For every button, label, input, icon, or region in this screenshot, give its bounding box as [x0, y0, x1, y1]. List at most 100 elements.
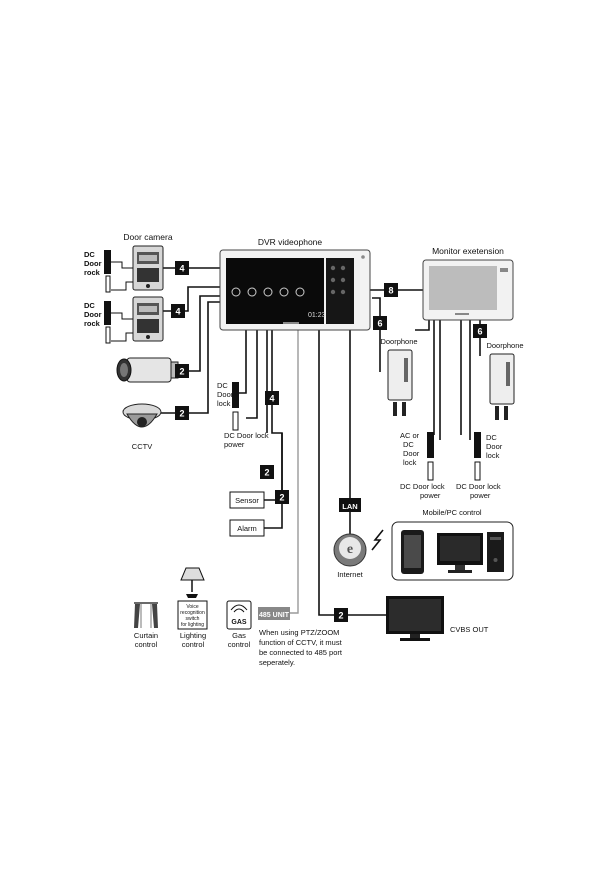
mobile-pc-box — [391, 521, 514, 581]
svg-text:Alarm: Alarm — [237, 524, 257, 533]
svg-text:AC or: AC or — [400, 431, 420, 440]
lamp-icon — [180, 567, 205, 598]
ac-dc-door-lock: AC or DC Door lock DC Door lock power — [400, 431, 445, 500]
svg-text:be connected to 485 port: be connected to 485 port — [259, 648, 343, 657]
pc-tower-icon — [487, 532, 504, 572]
lighting-label-2: control — [182, 640, 205, 649]
voice-switch-box: Voice recognition switch for lighting — [177, 600, 208, 630]
wireless-bolt-icon — [371, 529, 384, 551]
badge-alarm: 2 — [275, 490, 289, 504]
cvbs-label: CVBS OUT — [450, 625, 489, 634]
svg-text:lock: lock — [217, 399, 231, 408]
pc-monitor-icon — [437, 533, 483, 573]
svg-text:4: 4 — [179, 264, 184, 274]
svg-text:Door: Door — [403, 449, 420, 458]
unit-485-badge: 485 UNIT — [258, 607, 290, 620]
badge-sensor: 2 — [260, 465, 274, 479]
svg-text:DC: DC — [486, 433, 497, 442]
monitor-extension — [422, 259, 514, 321]
svg-text:DC Door lock: DC Door lock — [400, 482, 445, 491]
sensor-box: Sensor — [229, 491, 265, 509]
badge-cvbs: 2 — [334, 608, 348, 622]
dc-door-lock-left: DC Door lock DC Door lock power — [217, 381, 269, 449]
wire-count-badges: 4 4 2 2 4 2 2 8 6 6 2 — [171, 261, 487, 622]
svg-text:Door: Door — [84, 310, 102, 319]
badge-door-cam-2: 4 — [171, 304, 185, 318]
svg-text:2: 2 — [264, 468, 269, 478]
badge-dome-camera: 2 — [175, 406, 189, 420]
svg-text:2: 2 — [179, 409, 184, 419]
svg-text:DC: DC — [84, 250, 95, 259]
svg-text:seperately.: seperately. — [259, 658, 295, 667]
gas-label-2: control — [228, 640, 251, 649]
door-camera-title: Door camera — [123, 232, 172, 242]
doorphone-left — [387, 349, 413, 416]
doorphone-right — [489, 353, 515, 420]
cctv-dome-camera — [122, 403, 162, 428]
alarm-box: Alarm — [229, 519, 265, 537]
svg-text:4: 4 — [269, 394, 274, 404]
dvr-title: DVR videophone — [258, 237, 323, 247]
svg-text:switch: switch — [186, 616, 200, 622]
badge-doorphone-right: 6 — [473, 324, 487, 338]
internet-icon: e — [333, 533, 367, 567]
svg-text:Voice: Voice — [186, 604, 198, 610]
door-camera-2 — [132, 296, 164, 342]
svg-text:Door: Door — [84, 259, 102, 268]
curtain-label-2: control — [135, 640, 158, 649]
svg-text:rock: rock — [84, 268, 101, 277]
dc-door-lock-right: DC Door lock DC Door lock power — [456, 432, 503, 500]
svg-text:for lighting: for lighting — [181, 622, 204, 628]
lan-badge: LAN — [339, 498, 361, 512]
cvbs-monitor — [386, 596, 444, 641]
svg-text:4: 4 — [175, 307, 180, 317]
svg-text:function of CCTV, it must: function of CCTV, it must — [259, 638, 343, 647]
badge-monitor-ext: 8 — [384, 283, 398, 297]
svg-text:recognition: recognition — [180, 610, 205, 616]
dc-door-rock-1: DC Door rock — [84, 250, 133, 293]
cctv-box-camera — [116, 357, 179, 383]
lighting-label-1: Lighting — [180, 631, 206, 640]
ptz-note: When using PTZ/ZOOM function of CCTV, it… — [259, 628, 343, 667]
svg-text:DC: DC — [403, 440, 414, 449]
mobile-pc-title: Mobile/PC control — [422, 508, 482, 517]
svg-text:power: power — [420, 491, 441, 500]
svg-text:e: e — [347, 542, 353, 557]
dvr-clock: 01:23 — [308, 312, 326, 319]
doorphone-left-label: Doorphone — [380, 337, 417, 346]
badge-sensor-main: 4 — [265, 391, 279, 405]
svg-text:power: power — [224, 440, 245, 449]
svg-text:6: 6 — [377, 319, 382, 329]
svg-text:DC Door lock: DC Door lock — [224, 431, 269, 440]
svg-text:6: 6 — [477, 327, 482, 337]
curtain-label-1: Curtain — [134, 631, 158, 640]
monitor-ext-title: Monitor exetension — [432, 246, 504, 256]
svg-text:lock: lock — [486, 451, 500, 460]
svg-text:2: 2 — [179, 367, 184, 377]
dc-door-rock-2: DC Door rock — [84, 301, 133, 344]
svg-text:power: power — [470, 491, 491, 500]
svg-text:2: 2 — [338, 611, 343, 621]
svg-text:DC: DC — [217, 381, 228, 390]
gas-icon: GAS — [226, 600, 252, 630]
svg-text:DC Door lock: DC Door lock — [456, 482, 501, 491]
badge-box-camera: 2 — [175, 364, 189, 378]
mobile-phone-icon — [401, 530, 424, 574]
svg-text:rock: rock — [84, 319, 101, 328]
svg-text:LAN: LAN — [342, 502, 357, 511]
svg-text:When using PTZ/ZOOM: When using PTZ/ZOOM — [259, 628, 339, 637]
door-camera-1 — [132, 245, 164, 291]
curtain-icon — [134, 602, 158, 628]
svg-text:Door: Door — [486, 442, 503, 451]
svg-text:GAS: GAS — [231, 619, 247, 626]
internet-label: Internet — [337, 570, 363, 579]
svg-text:DC: DC — [84, 301, 95, 310]
svg-text:lock: lock — [403, 458, 417, 467]
doorphone-right-label: Doorphone — [486, 341, 523, 350]
badge-doorphone-left: 6 — [373, 316, 387, 330]
svg-text:Door: Door — [217, 390, 234, 399]
dvr-videophone: 01:23 — [219, 249, 371, 331]
svg-text:485 UNIT: 485 UNIT — [259, 612, 290, 619]
cctv-label: CCTV — [132, 442, 152, 451]
